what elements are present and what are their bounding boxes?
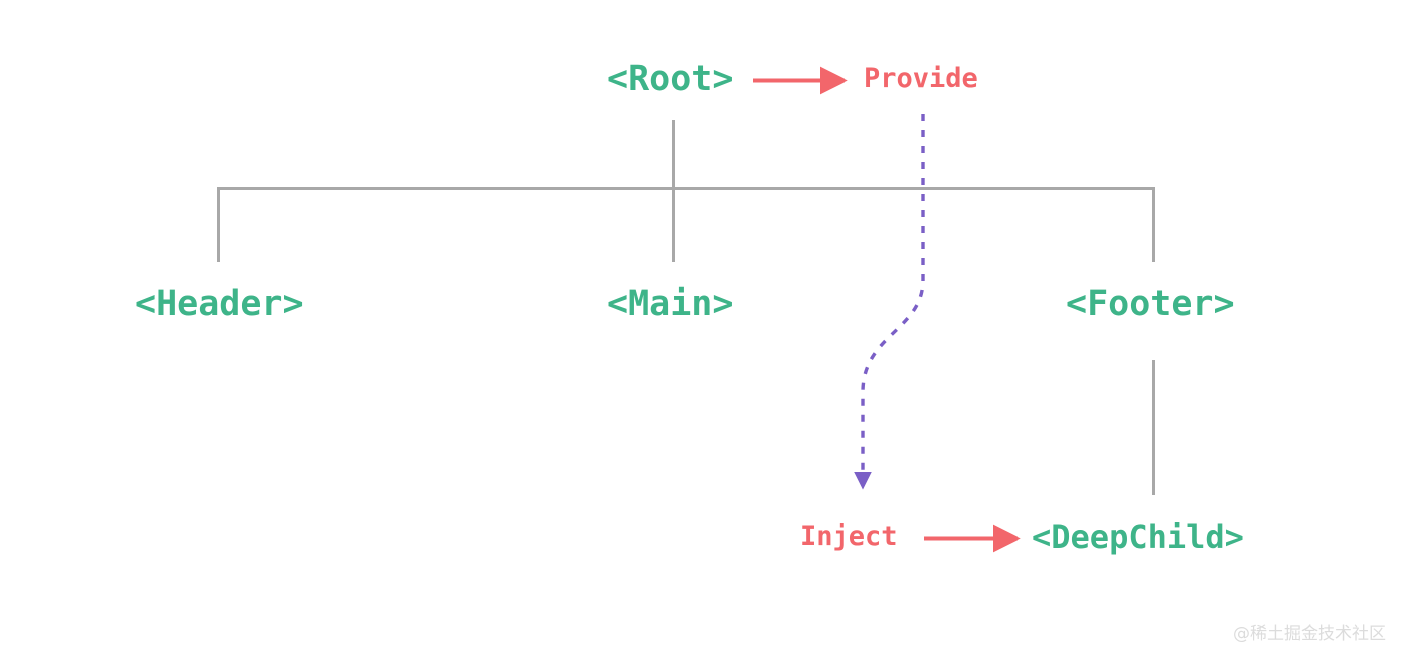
edge-label-provide: Provide (864, 63, 978, 94)
edge-label-inject: Inject (800, 521, 898, 552)
node-header: <Header> (135, 284, 304, 324)
node-footer: <Footer> (1066, 284, 1235, 324)
node-root: <Root> (607, 59, 734, 99)
node-main: <Main> (607, 284, 734, 324)
node-deep-child: <DeepChild> (1032, 518, 1244, 556)
watermark: @稀土掘金技术社区 (1233, 624, 1386, 644)
provide-inject-flow-path (854, 114, 925, 490)
